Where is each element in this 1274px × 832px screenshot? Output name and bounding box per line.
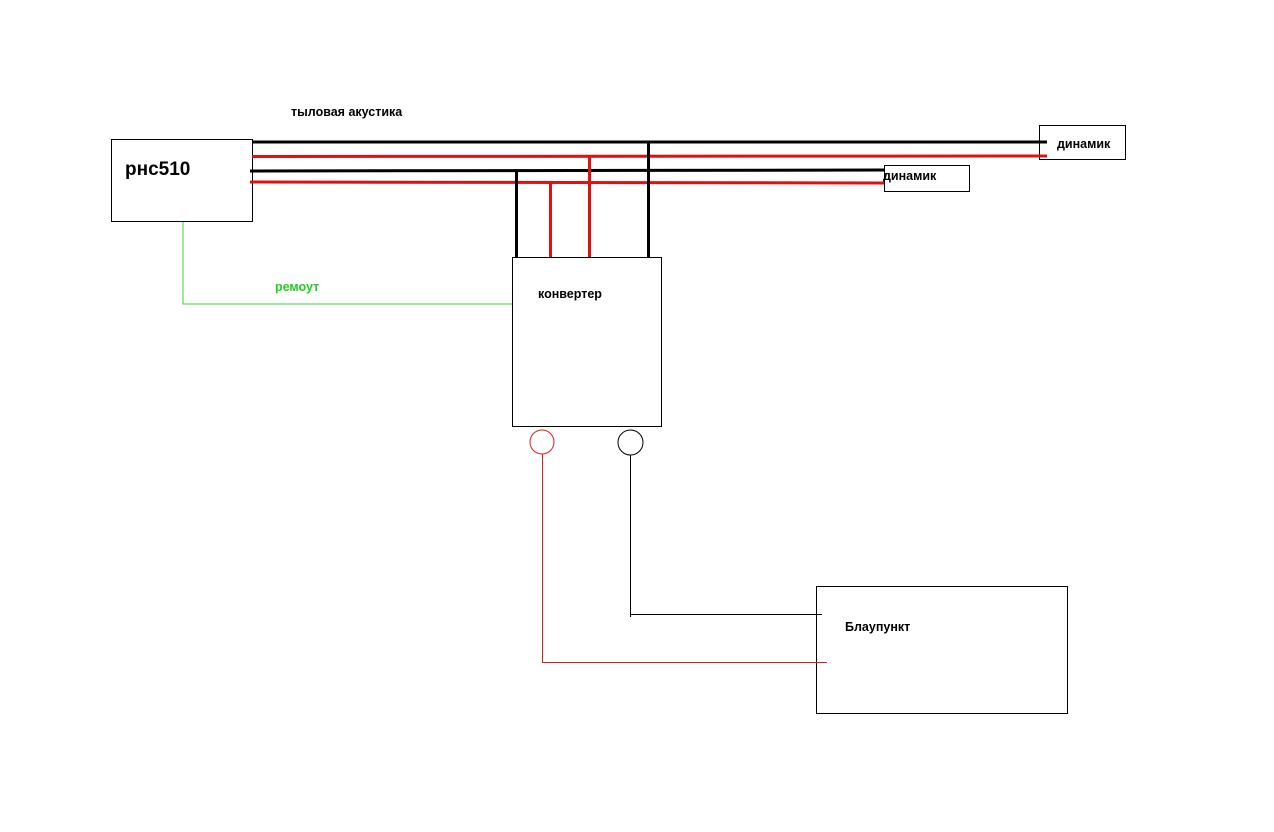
speaker-1-box bbox=[1039, 125, 1126, 160]
speaker-2-label: динамик bbox=[883, 169, 937, 183]
converter-label: конвертер bbox=[538, 287, 602, 301]
speaker-2-box bbox=[884, 165, 970, 192]
blaupunkt-label: Блаупункт bbox=[845, 620, 910, 634]
speaker-2-positive-wire bbox=[249, 180, 885, 185]
speaker-2-negative-wire bbox=[249, 168, 885, 173]
output-positive-wire bbox=[542, 454, 827, 663]
remote-label: ремоут bbox=[275, 280, 319, 294]
head-unit-label: рнс510 bbox=[125, 159, 190, 180]
converter-box bbox=[512, 257, 662, 427]
positive-terminal-icon bbox=[529, 429, 555, 455]
negative-terminal-icon bbox=[617, 429, 644, 456]
remote-wire bbox=[182, 222, 512, 305]
speaker-1-label: динамик bbox=[1057, 137, 1111, 151]
head-unit-box bbox=[111, 139, 253, 222]
rear-speakers-label: тыловая акустика bbox=[291, 105, 403, 119]
blaupunkt-box bbox=[816, 586, 1068, 714]
